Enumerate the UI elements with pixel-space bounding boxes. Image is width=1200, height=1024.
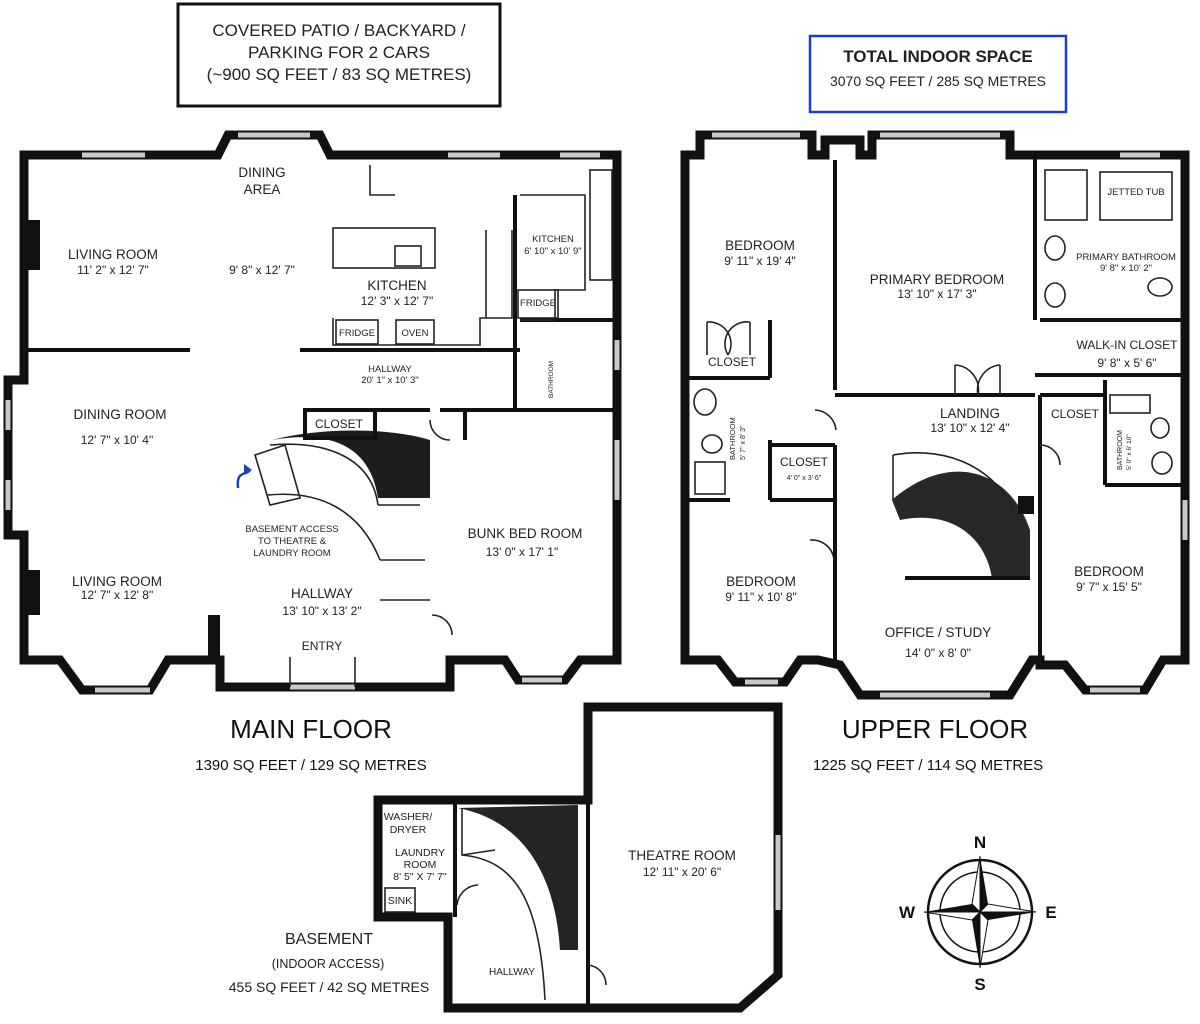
hallway-dim: 13' 10" x 13' 2" [282, 604, 361, 618]
theatre-dim: 12' 11" x 20' 6" [643, 865, 721, 879]
living-room-top-dim: 11' 2" x 12' 7" [77, 263, 149, 277]
bedroom1-label: BEDROOM [725, 238, 795, 253]
bunk-bed-dim: 13' 0" x 17' 1" [486, 545, 558, 559]
laundry-dim: 8' 5" X 7' 7" [393, 871, 447, 883]
main-floor-title: MAIN FLOOR [230, 714, 392, 744]
hallway-label: HALLWAY [291, 586, 353, 601]
sink-label: SINK [388, 895, 413, 907]
fridge2-label: FRIDGE [520, 298, 556, 309]
dining-room-label: DINING ROOM [74, 407, 167, 422]
basement-access-line1: BASEMENT ACCESS [245, 524, 338, 535]
dining-room-dim: 12' 7" x 10' 4" [81, 433, 153, 447]
hallway-top-dim: 20' 1" x 10' 3" [361, 375, 418, 386]
bathroom3-dim: 5' 0" x 6' 10" [1126, 434, 1133, 470]
compass-n: N [974, 833, 986, 852]
entry-label: ENTRY [302, 639, 342, 653]
bedroom1-dim: 9' 11" x 19' 4" [724, 254, 796, 268]
bedroom3-label: BEDROOM [1074, 564, 1144, 579]
closet-label: CLOSET [315, 417, 364, 431]
dining-area-label2: AREA [244, 182, 281, 197]
basement-subtitle: (INDOOR ACCESS) [272, 957, 385, 971]
closet2-label: CLOSET [780, 455, 829, 469]
basement-access-line2: TO THEATRE & [258, 536, 327, 547]
outdoor-line1: COVERED PATIO / BACKYARD / [212, 21, 465, 40]
bathroom-label: BATHROOM [548, 361, 555, 398]
compass-w: W [899, 903, 916, 922]
compass-rose-icon: N S E W [899, 833, 1057, 994]
primary-bathroom-label: PRIMARY BATHROOM [1076, 252, 1176, 263]
upper-floor-title: UPPER FLOOR [842, 714, 1028, 744]
basement-area: 455 SQ FEET / 42 SQ METRES [229, 979, 429, 995]
closet3-label: CLOSET [1051, 407, 1100, 421]
bedroom2-dim: 9' 11" x 10' 8" [725, 590, 797, 604]
laundry-label1: LAUNDRY [395, 847, 445, 859]
jetted-tub-label: JETTED TUB [1107, 187, 1164, 198]
washer-label2: DRYER [390, 824, 427, 836]
bedroom2-label: BEDROOM [726, 574, 796, 589]
kitchen-label: KITCHEN [367, 278, 426, 293]
dining-area-label1: DINING [238, 165, 285, 180]
main-floor: DINING AREA LIVING ROOM 11' 2" x 12' 7" … [3, 130, 622, 774]
closet2-dim: 4' 0" x 3' 6" [787, 475, 822, 482]
living-room-bottom-label: LIVING ROOM [72, 574, 162, 589]
basement: WASHER/ DRYER LAUNDRY ROOM 8' 5" X 7' 7"… [229, 702, 783, 1013]
hallway-top-label: HALLWAY [368, 364, 412, 375]
washer-label1: WASHER/ [384, 811, 433, 823]
bathroom2-label: BATHROOM [728, 417, 737, 460]
fridge1-label: FRIDGE [339, 328, 375, 339]
total-value: 3070 SQ FEET / 285 SQ METRES [830, 73, 1046, 89]
upper-floor: BEDROOM 9' 11" x 19' 4" PRIMARY BEDROOM … [680, 130, 1190, 774]
laundry-label2: ROOM [404, 859, 437, 871]
dining-area-dim: 9' 8" x 12' 7" [229, 263, 295, 277]
primary-bedroom-label: PRIMARY BEDROOM [870, 272, 1005, 287]
landing-dim: 13' 10" x 12' 4" [930, 421, 1009, 435]
basement-hallway-label: HALLWAY [489, 967, 535, 978]
outdoor-line2: PARKING FOR 2 CARS [248, 43, 430, 62]
bathroom2-dim: 5' 7" x 8' 3" [740, 425, 747, 460]
outdoor-space-box: COVERED PATIO / BACKYARD / PARKING FOR 2… [176, 2, 502, 108]
main-floor-area: 1390 SQ FEET / 129 SQ METRES [195, 757, 426, 774]
office-dim: 14' 0" x 8' 0" [905, 646, 971, 660]
upper-floor-area: 1225 SQ FEET / 114 SQ METRES [813, 757, 1043, 774]
bathroom3-label: BATHROOM [1117, 430, 1124, 470]
compass-s: S [974, 975, 985, 994]
walkin-closet-label: WALK-IN CLOSET [1077, 338, 1179, 352]
theatre-label: THEATRE ROOM [628, 848, 736, 863]
living-room-bottom-dim: 12' 7" x 12' 8" [81, 588, 153, 602]
living-room-top-label: LIVING ROOM [68, 247, 158, 262]
total-title: TOTAL INDOOR SPACE [843, 47, 1033, 66]
kitchen-dim: 12' 3" x 12' 7" [361, 294, 433, 308]
basement-title: BASEMENT [285, 931, 373, 948]
landing-label: LANDING [940, 406, 1000, 421]
primary-bedroom-dim: 13' 10" x 17' 3" [897, 287, 976, 301]
outdoor-line3: (~900 SQ FEET / 83 SQ METRES) [207, 65, 472, 84]
basement-access-line3: LAUNDRY ROOM [253, 548, 330, 559]
oven-label: OVEN [402, 328, 429, 339]
kitchen2-label: KITCHEN [532, 234, 574, 245]
closet1-label: CLOSET [708, 355, 757, 369]
kitchen2-dim: 6' 10" x 10' 9" [524, 246, 581, 257]
total-indoor-box: TOTAL INDOOR SPACE 3070 SQ FEET / 285 SQ… [808, 34, 1068, 114]
primary-bathroom-dim: 9' 8" x 10' 2" [1100, 263, 1152, 274]
office-label: OFFICE / STUDY [885, 625, 992, 640]
bunk-bed-label: BUNK BED ROOM [468, 526, 583, 541]
bedroom3-dim: 9' 7" x 15' 5" [1076, 580, 1142, 594]
walkin-closet-dim: 9' 8" x 5' 6" [1097, 356, 1156, 370]
compass-e: E [1045, 903, 1056, 922]
